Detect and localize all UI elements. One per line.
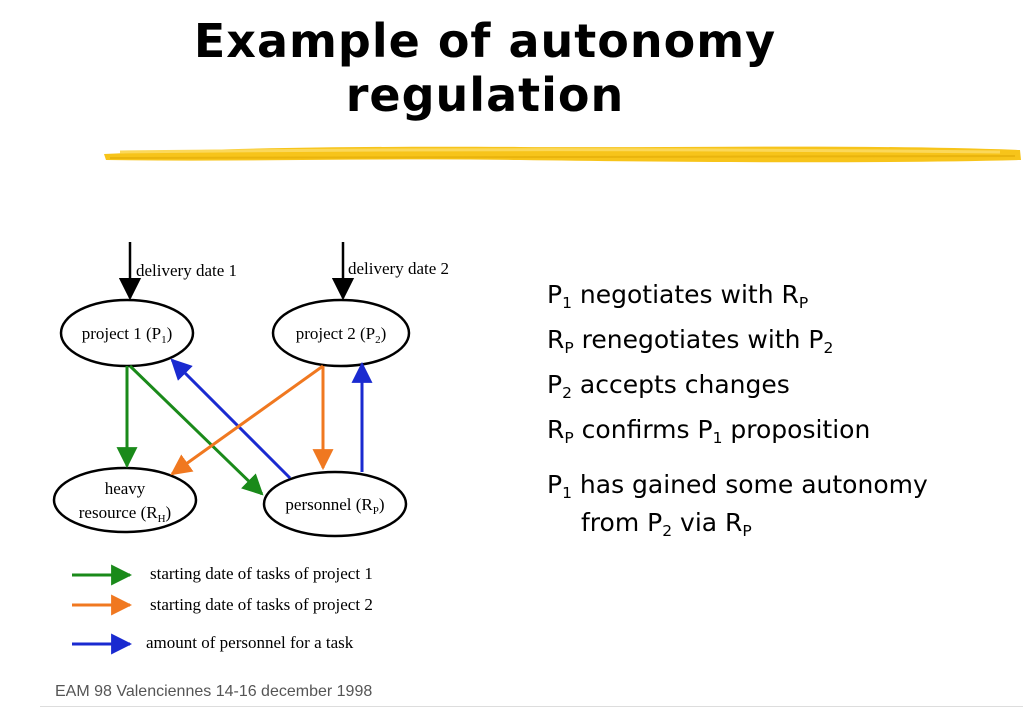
footer-text: EAM 98 Valenciennes 14-16 december 1998 <box>55 683 373 700</box>
edge-rp-to-p1-blue <box>170 358 292 480</box>
node-personnel: personnel (RP) <box>262 470 408 538</box>
svg-text:resource (RH): resource (RH) <box>79 503 171 525</box>
delivery-date-1-label: delivery date 1 <box>136 261 237 280</box>
node-project-1: project 1 (P1) <box>59 298 195 368</box>
footer-divider <box>40 706 1023 707</box>
node-project-2: project 2 (P2) <box>271 298 411 368</box>
svg-text:heavy: heavy <box>105 479 146 498</box>
bullet-3: P2 accepts changes <box>547 370 790 402</box>
legend-green-label: starting date of tasks of project 1 <box>150 564 373 583</box>
slide-title: Example of autonomy regulation <box>140 14 830 122</box>
title-line-2: regulation <box>345 68 625 122</box>
bullet-4: RP confirms P1 proposition <box>547 415 871 447</box>
yellow-highlight-stroke <box>104 146 1021 163</box>
bullet-2: RP renegotiates with P2 <box>547 325 834 357</box>
title-line-1: Example of autonomy <box>193 14 777 68</box>
edge-p1-to-rp-green <box>128 364 264 496</box>
bullet-5: P1 has gained some autonomy from P2 via … <box>547 470 928 540</box>
svg-text:project 1 (P1): project 1 (P1) <box>82 324 173 346</box>
legend-blue-label: amount of personnel for a task <box>146 633 354 652</box>
edge-p2-to-rh-orange <box>170 364 324 476</box>
bullet-1: P1 negotiates with RP <box>547 280 809 312</box>
svg-text:personnel (RP): personnel (RP) <box>285 495 384 517</box>
svg-text:project 2 (P2): project 2 (P2) <box>296 324 387 346</box>
delivery-date-2-label: delivery date 2 <box>348 259 449 278</box>
bullet-list: P1 negotiates with RP RP renegotiates wi… <box>547 272 928 542</box>
legend-orange-label: starting date of tasks of project 2 <box>150 595 373 614</box>
node-heavy-resource: heavy resource (RH) <box>52 466 198 534</box>
